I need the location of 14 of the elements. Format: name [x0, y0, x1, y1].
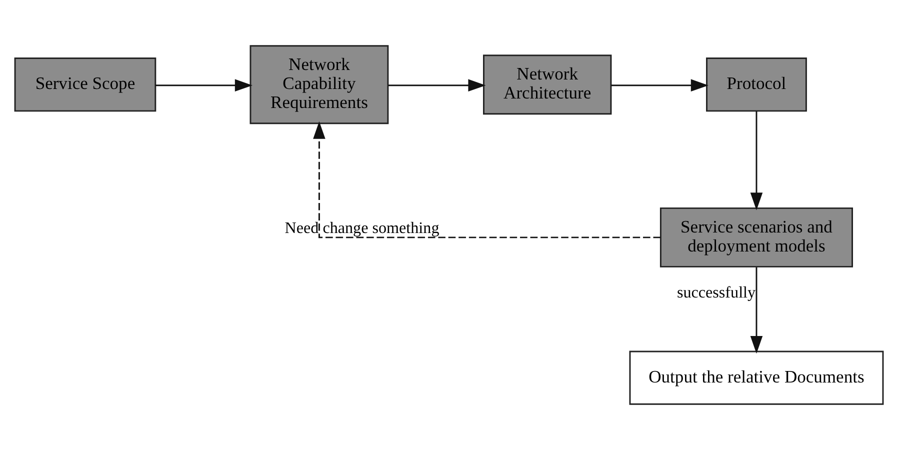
arrow — [155, 79, 252, 92]
arrow — [388, 79, 486, 92]
arrow — [750, 111, 763, 210]
arrow — [611, 79, 708, 92]
node-box: Network Capability Requirements — [250, 45, 389, 124]
edge-label: successfully — [676, 284, 756, 302]
node-box: Service Scope — [14, 58, 156, 112]
node-box: Protocol — [706, 58, 807, 112]
node-box: Service scenarios and deployment models — [660, 207, 853, 268]
edge-label: Need change something — [284, 220, 440, 237]
arrow — [750, 267, 763, 354]
node-box: Output the relative Documents — [629, 350, 884, 405]
node-box: Network Architecture — [483, 54, 612, 115]
arrow — [313, 121, 661, 238]
